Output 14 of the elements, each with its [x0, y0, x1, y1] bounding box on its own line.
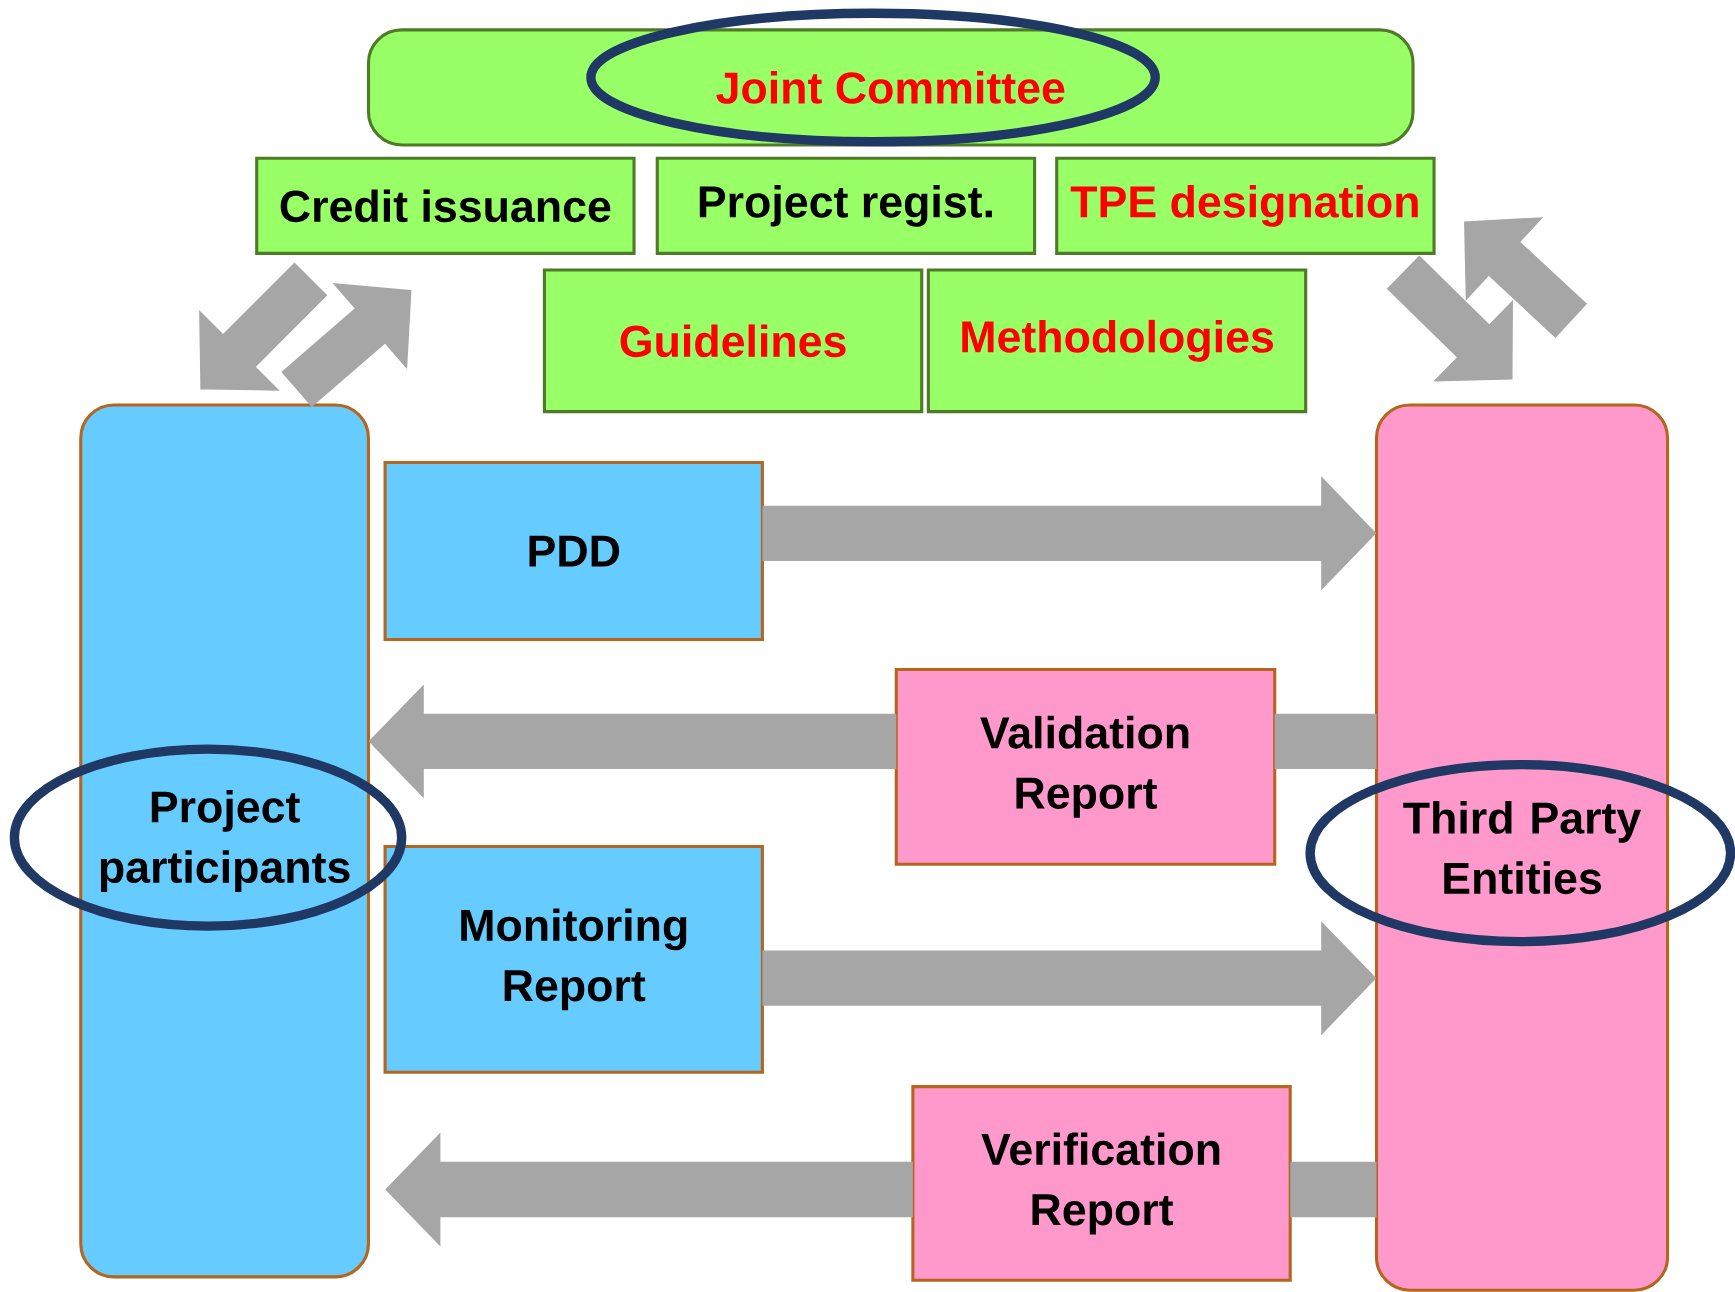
document-box: Verification Report — [911, 1084, 1292, 1282]
task-box: Credit issuance — [255, 156, 636, 255]
block-arrow — [281, 282, 412, 407]
task-box: Methodologies — [926, 268, 1308, 413]
participant-panel: Project participants — [79, 403, 371, 1279]
document-box: Validation Report — [894, 667, 1277, 866]
task-box: Guidelines — [542, 268, 924, 413]
document-box: Monitoring Report — [383, 844, 764, 1074]
task-box: TPE designation — [1055, 156, 1436, 255]
task-box: Project regist. — [655, 156, 1037, 255]
committee-box: Joint Committee — [366, 28, 1415, 147]
block-arrow — [199, 262, 328, 391]
entity-panel: Third Party Entities — [1374, 403, 1670, 1292]
document-box: PDD — [383, 460, 764, 641]
